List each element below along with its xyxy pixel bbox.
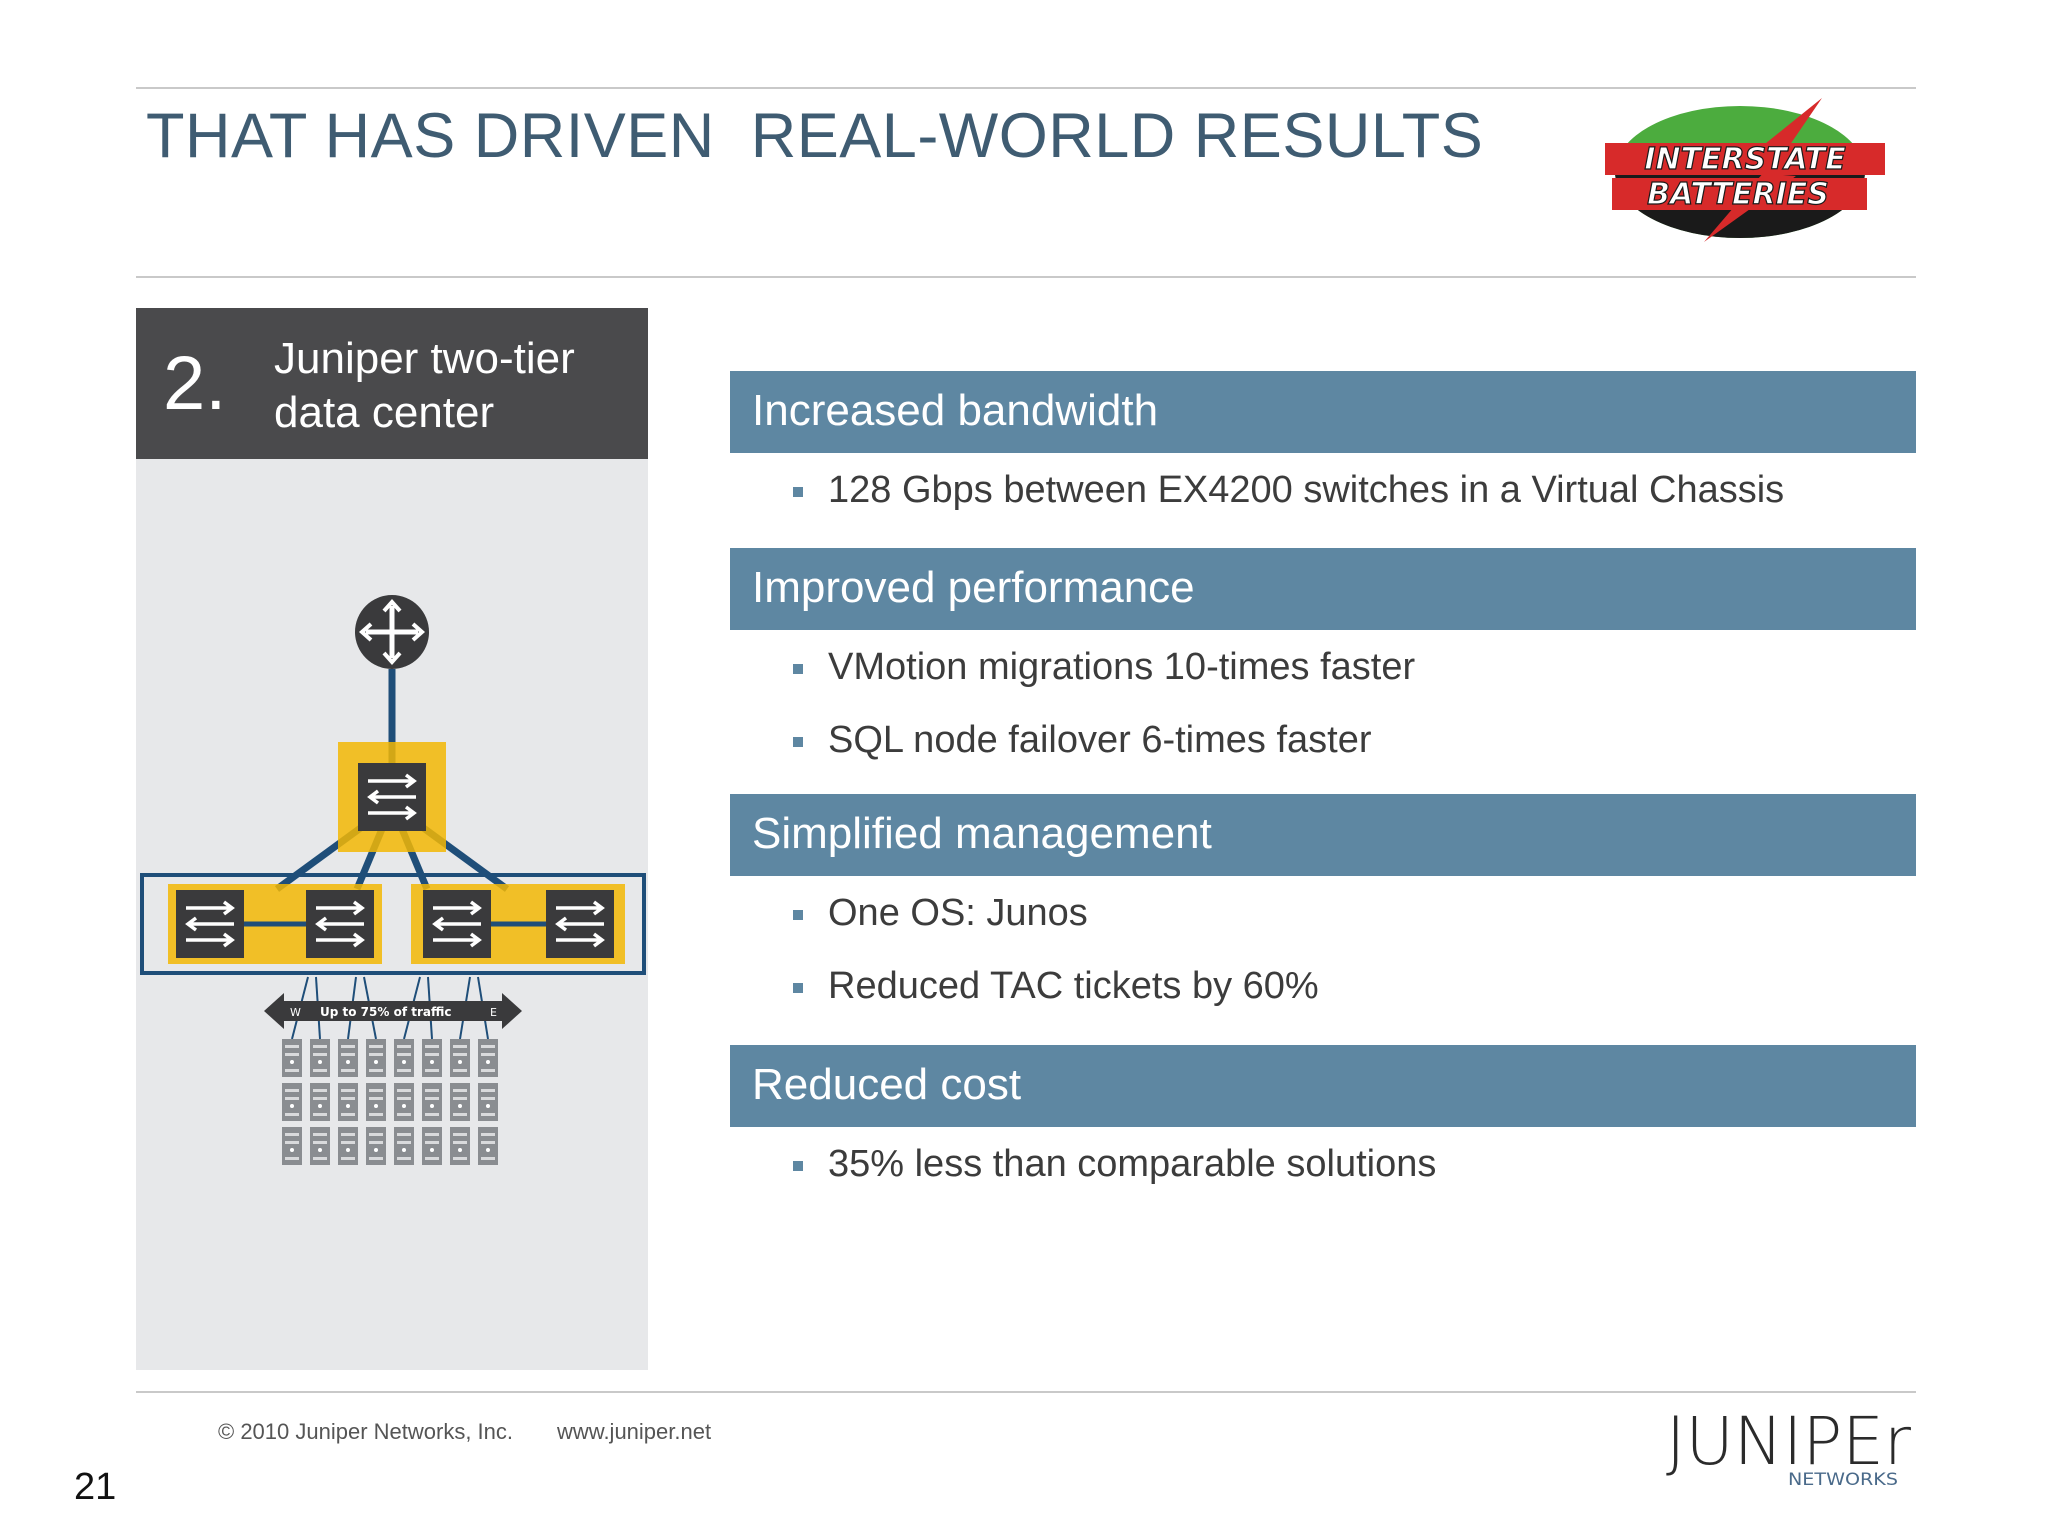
server-icon [450,1039,470,1077]
section-management: Simplified management One OS: Junos Redu… [730,794,1916,1023]
logo-line-2: BATTERIES [1647,177,1829,212]
aggregation-switch-icon [338,742,446,852]
server-icon [366,1083,386,1121]
server-icon [450,1127,470,1165]
interstate-batteries-logo: INTERSTATE BATTERIES [1605,98,1885,242]
juniper-networks-logo: JUNIPEr NETWORKS [1666,1408,1912,1488]
panel-number: 2. [163,341,227,426]
section-heading: Reduced cost [730,1045,1916,1127]
server-icon [394,1039,414,1077]
server-rack-grid [282,1039,498,1165]
bullet-item: One OS: Junos [730,877,1916,950]
bullet-item: SQL node failover 6-times faster [730,704,1916,777]
section-cost: Reduced cost 35% less than comparable so… [730,1045,1916,1201]
bullet-marker [793,487,803,497]
solution-panel: 2. Juniper two-tier data center [136,308,648,1370]
server-icon [478,1127,498,1165]
bullet-text: VMotion migrations 10-times faster [828,646,1416,688]
bullet-marker [793,910,803,920]
panel-title: Juniper two-tier data center [274,334,575,437]
east-label: E [490,1006,497,1019]
bullet-item: 35% less than comparable solutions [730,1128,1916,1201]
bullet-text: One OS: Junos [828,892,1088,934]
access-switch-icon [423,890,491,958]
router-icon [355,595,429,669]
bullet-item: Reduced TAC tickets by 60% [730,950,1916,1023]
server-icon [366,1127,386,1165]
section-heading: Simplified management [730,794,1916,876]
two-tier-network-diagram: W Up to 75% of traffic E [140,595,646,1165]
bullet-text: 35% less than comparable solutions [828,1143,1437,1185]
west-label: W [290,1006,301,1019]
section-heading: Increased bandwidth [730,371,1916,453]
bullet-text: SQL node failover 6-times faster [828,719,1372,761]
virtual-chassis-box [140,873,646,975]
top-rule [136,87,1916,89]
server-icon [366,1039,386,1077]
access-switch-icon [176,890,244,958]
page-number: 21 [74,1466,117,1508]
server-icon [282,1083,302,1121]
server-icon [282,1039,302,1077]
bullet-marker [793,664,803,674]
panel-header: 2. Juniper two-tier data center [136,308,648,459]
bullet-item: VMotion migrations 10-times faster [730,631,1916,704]
server-icon [422,1083,442,1121]
server-icon [310,1039,330,1077]
server-icon [310,1127,330,1165]
traffic-label: Up to 75% of traffic [320,1005,451,1019]
server-icon [478,1039,498,1077]
section-bandwidth: Increased bandwidth 128 Gbps between EX4… [730,371,1916,527]
server-icon [450,1083,470,1121]
footer-rule [136,1391,1916,1393]
copyright-text: © 2010 Juniper Networks, Inc. [218,1419,514,1444]
bullet-text: 128 Gbps between EX4200 switches in a Vi… [828,469,1785,511]
east-west-traffic-arrow: W Up to 75% of traffic E [264,993,522,1029]
header-rule [136,276,1916,278]
server-icon [282,1127,302,1165]
logo-line-1: INTERSTATE [1644,142,1846,177]
bullet-text: Reduced TAC tickets by 60% [828,965,1319,1007]
server-icon [394,1127,414,1165]
server-icon [422,1039,442,1077]
server-icon [310,1083,330,1121]
server-icon [338,1039,358,1077]
bullet-marker [793,1161,803,1171]
website-link[interactable]: www.juniper.net [557,1419,712,1444]
server-icon [478,1083,498,1121]
access-switch-icon [306,890,374,958]
server-icon [338,1083,358,1121]
access-switch-icon [546,890,614,958]
bullet-item: 128 Gbps between EX4200 switches in a Vi… [730,454,1916,527]
bullet-marker [793,983,803,993]
server-icon [394,1083,414,1121]
bullet-marker [793,737,803,747]
slide-title: THAT HAS DRIVEN REAL-WORLD RESULTS [146,101,1484,171]
section-performance: Improved performance VMotion migrations … [730,548,1916,777]
juniper-wordmark: JUNIPEr [1666,1408,1912,1480]
server-icon [338,1127,358,1165]
juniper-networks-sub: NETWORKS [1788,1470,1898,1488]
server-icon [422,1127,442,1165]
section-heading: Improved performance [730,548,1916,630]
